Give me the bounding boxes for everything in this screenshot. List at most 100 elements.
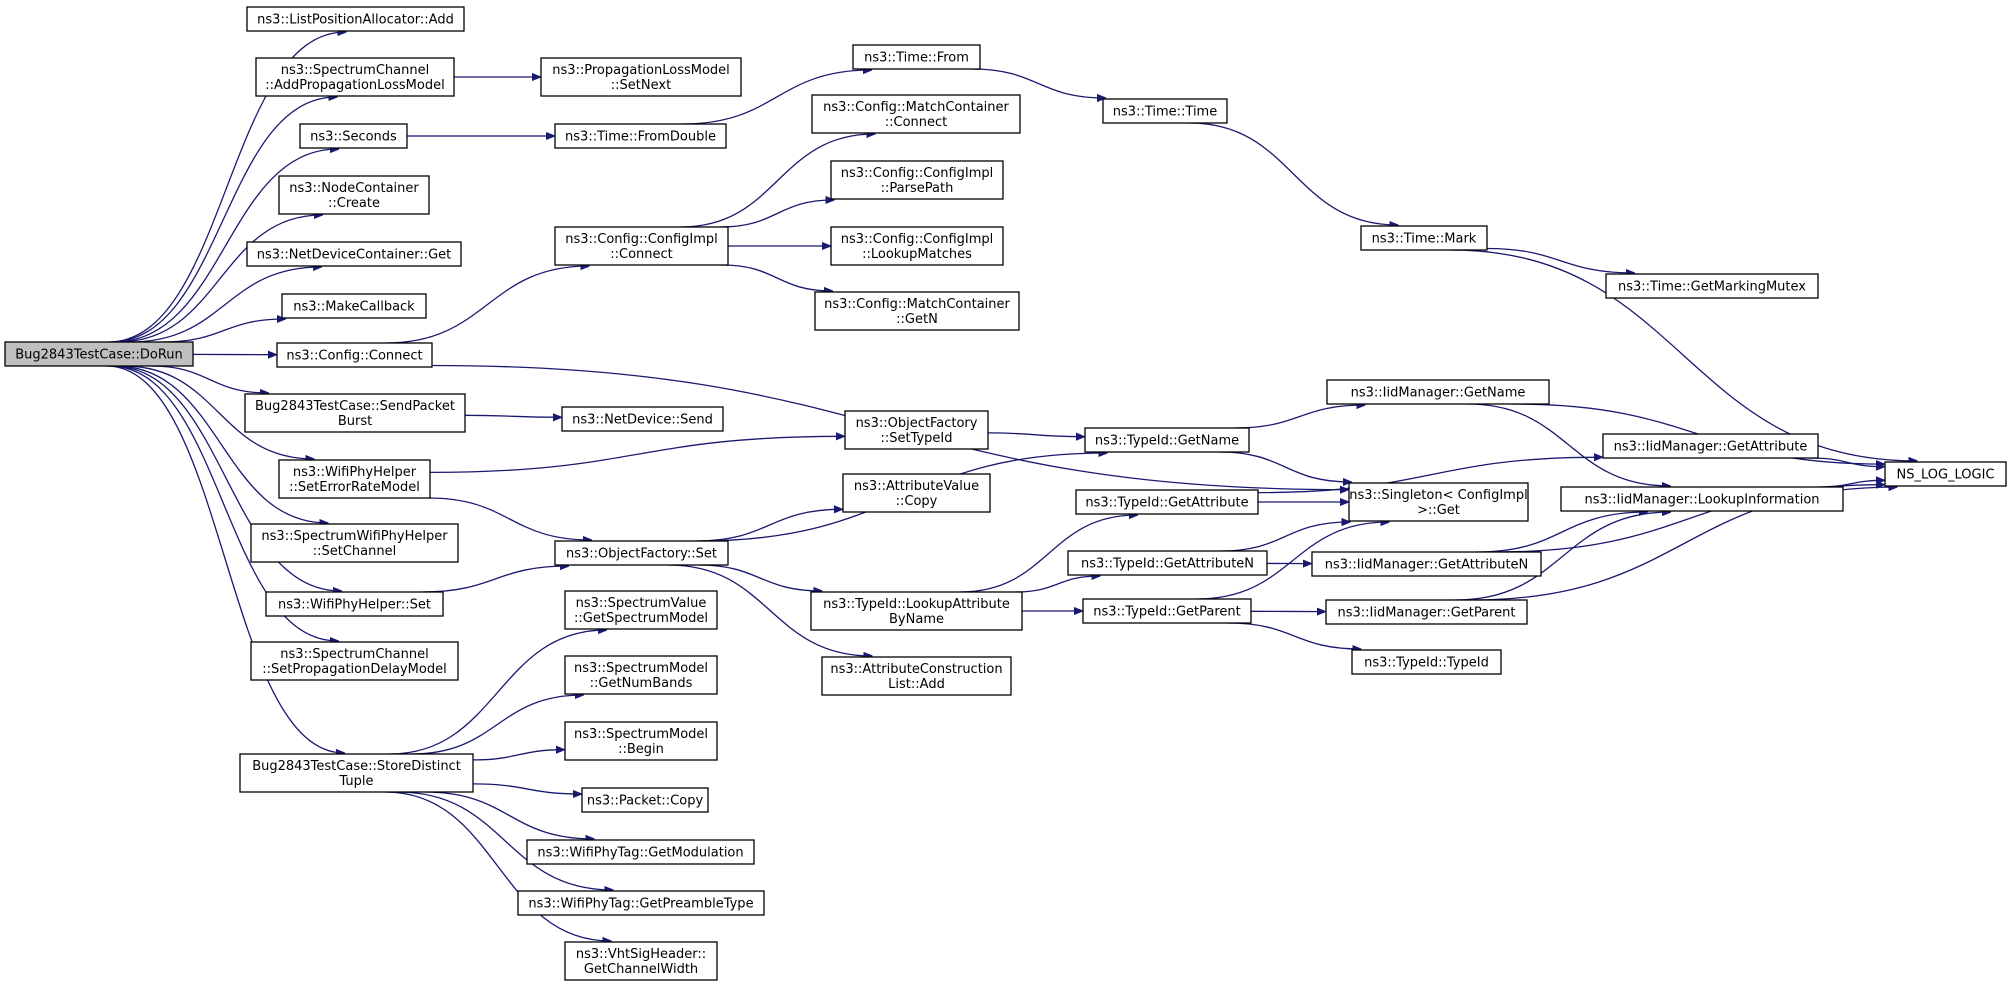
- node-box: [1326, 379, 1550, 405]
- node-of-settypeid[interactable]: ns3::ObjectFactory::SetTypeId: [844, 410, 989, 450]
- node-sc-addprop[interactable]: ns3::SpectrumChannel::AddPropagationLoss…: [255, 57, 455, 97]
- node-vht-getcw[interactable]: ns3::VhtSigHeader::GetChannelWidth: [564, 941, 718, 981]
- node-sm-getnum[interactable]: ns3::SpectrumModel::GetNumBands: [564, 655, 718, 695]
- node-ns-log[interactable]: NS_LOG_LOGIC: [1884, 461, 2007, 487]
- node-sv-getmodel[interactable]: ns3::SpectrumValue::GetSpectrumModel: [564, 590, 718, 630]
- node-time-from[interactable]: ns3::Time::From: [852, 44, 981, 70]
- node-pkt-copy[interactable]: ns3::Packet::Copy: [581, 787, 709, 813]
- node-label: ns3::Config::Connect: [286, 349, 422, 364]
- node-time-time[interactable]: ns3::Time::Time: [1102, 98, 1228, 124]
- node-config-connect[interactable]: ns3::Config::Connect: [276, 342, 433, 368]
- edge-tid_lookupattr-to-tid_getattrn: [1015, 576, 1100, 593]
- node-cfgimpl-connect[interactable]: ns3::Config::ConfigImpl::Connect: [554, 226, 729, 266]
- node-label: Bug2843TestCase::SendPacket: [255, 399, 455, 414]
- edge-cfgimpl_connect-to-mc_connect: [680, 134, 874, 228]
- node-label: ::Connect: [610, 247, 673, 262]
- node-box: [852, 44, 981, 70]
- node-makecallback[interactable]: ns3::MakeCallback: [281, 293, 427, 319]
- node-box: [244, 393, 466, 433]
- edge-tid_getparent-to-singleton_get: [1196, 522, 1389, 600]
- node-plm-setnext[interactable]: ns3::PropagationLossModel::SetNext: [540, 57, 742, 97]
- node-av-copy[interactable]: ns3::AttributeValue::Copy: [842, 473, 991, 513]
- edge-dorun-to-nc_create: [118, 215, 322, 343]
- node-box: [1605, 273, 1819, 299]
- node-box: [278, 459, 431, 499]
- node-wpt-getmod[interactable]: ns3::WifiPhyTag::GetModulation: [526, 839, 755, 865]
- node-tid-getattrn[interactable]: ns3::TypeId::GetAttributeN: [1067, 550, 1268, 576]
- node-iid-getattr[interactable]: ns3::IidManager::GetAttribute: [1602, 433, 1819, 459]
- edge-storetuple-to-pkt_copy: [472, 783, 581, 794]
- node-label: ::GetSpectrumModel: [574, 611, 708, 626]
- edge-dorun-to-seconds: [112, 149, 338, 343]
- edge-iid_getattrn-to-iid_lookupinfo: [1477, 512, 1647, 553]
- node-box: [1884, 461, 2007, 487]
- node-label: ByName: [889, 612, 944, 627]
- node-tid-getname[interactable]: ns3::TypeId::GetName: [1084, 427, 1250, 453]
- node-box: [1360, 225, 1488, 251]
- node-label: ns3::NetDeviceContainer::Get: [257, 248, 452, 263]
- node-label: ns3::SpectrumChannel: [281, 63, 429, 78]
- node-label: ns3::WifiPhyHelper: [293, 465, 417, 480]
- node-sc-setdelay[interactable]: ns3::SpectrumChannel::SetPropagationDela…: [250, 641, 459, 681]
- node-seconds[interactable]: ns3::Seconds: [299, 123, 408, 149]
- edge-tid_getname-to-singleton_get: [1219, 451, 1351, 482]
- edge-time_mark-to-ns_log: [1450, 249, 1917, 461]
- node-box: [830, 160, 1004, 200]
- node-iid-getparent[interactable]: ns3::IidManager::GetParent: [1325, 599, 1528, 625]
- node-label: ns3::IidManager::GetName: [1351, 386, 1526, 401]
- node-cfgimpl-lookup[interactable]: ns3::Config::ConfigImpl::LookupMatches: [830, 226, 1004, 266]
- node-nc-create[interactable]: ns3::NodeContainer::Create: [278, 175, 430, 215]
- edge-dorun-to-ndc_get: [129, 267, 321, 343]
- node-label: ns3::Config::MatchContainer: [823, 100, 1009, 115]
- node-label: >::Get: [1417, 503, 1460, 518]
- node-mc-connect[interactable]: ns3::Config::MatchContainer::Connect: [811, 94, 1021, 134]
- node-tid-typeid[interactable]: ns3::TypeId::TypeId: [1351, 649, 1502, 675]
- node-box: [276, 342, 433, 368]
- node-label: ::AddPropagationLossModel: [265, 78, 444, 93]
- node-box: [561, 406, 724, 432]
- node-label: ns3::SpectrumChannel: [280, 647, 428, 662]
- node-sm-begin[interactable]: ns3::SpectrumModel::Begin: [564, 721, 718, 761]
- node-swph-setch[interactable]: ns3::SpectrumWifiPhyHelper::SetChannel: [250, 523, 459, 563]
- node-label: ::SetChannel: [313, 544, 396, 559]
- node-tid-getparent[interactable]: ns3::TypeId::GetParent: [1082, 598, 1252, 624]
- node-label: ns3::Time::From: [864, 51, 969, 66]
- node-of-set[interactable]: ns3::ObjectFactory::Set: [554, 540, 729, 566]
- edge-sendburst-to-nd_send: [464, 415, 561, 417]
- node-label: ns3::Time::GetMarkingMutex: [1618, 280, 1806, 295]
- node-ndc-get[interactable]: ns3::NetDeviceContainer::Get: [246, 241, 462, 267]
- node-label: ns3::ObjectFactory::Set: [566, 547, 717, 562]
- node-iid-lookupinfo[interactable]: ns3::IidManager::LookupInformation: [1560, 486, 1844, 512]
- node-label: ns3::SpectrumValue: [576, 596, 707, 611]
- node-box: [250, 523, 459, 563]
- node-label: Burst: [338, 414, 372, 429]
- node-box: [1067, 550, 1268, 576]
- node-singleton-get[interactable]: ns3::Singleton< ConfigImpl>::Get: [1348, 482, 1529, 522]
- node-label: ns3::PropagationLossModel: [552, 63, 730, 78]
- node-time-mark[interactable]: ns3::Time::Mark: [1360, 225, 1488, 251]
- node-cfgimpl-parse[interactable]: ns3::Config::ConfigImpl::ParsePath: [830, 160, 1004, 200]
- node-tid-getattr[interactable]: ns3::TypeId::GetAttribute: [1075, 489, 1259, 515]
- node-wpt-getpre[interactable]: ns3::WifiPhyTag::GetPreambleType: [517, 890, 765, 916]
- node-iid-getattrn[interactable]: ns3::IidManager::GetAttributeN: [1311, 551, 1542, 577]
- node-label: ns3::IidManager::GetAttributeN: [1325, 558, 1529, 573]
- node-dorun[interactable]: Bug2843TestCase::DoRun: [4, 341, 194, 367]
- node-time-getmm[interactable]: ns3::Time::GetMarkingMutex: [1605, 273, 1819, 299]
- node-wph-seterr[interactable]: ns3::WifiPhyHelper::SetErrorRateModel: [278, 459, 431, 499]
- node-label: ns3::TypeId::GetAttribute: [1085, 496, 1248, 511]
- node-iid-getname[interactable]: ns3::IidManager::GetName: [1326, 379, 1550, 405]
- node-box: [554, 123, 727, 149]
- node-lpa-add[interactable]: ns3::ListPositionAllocator::Add: [246, 6, 465, 32]
- node-label: ns3::TypeId::LookupAttribute: [823, 597, 1010, 612]
- node-label: ns3::Seconds: [310, 130, 397, 145]
- edge-time_from-to-time_time: [971, 68, 1105, 98]
- node-wph-set[interactable]: ns3::WifiPhyHelper::Set: [265, 591, 444, 617]
- node-box: [255, 57, 455, 97]
- node-nd-send[interactable]: ns3::NetDevice::Send: [561, 406, 724, 432]
- node-time-fromdouble[interactable]: ns3::Time::FromDouble: [554, 123, 727, 149]
- node-mc-getn[interactable]: ns3::Config::MatchContainer::GetN: [814, 291, 1020, 331]
